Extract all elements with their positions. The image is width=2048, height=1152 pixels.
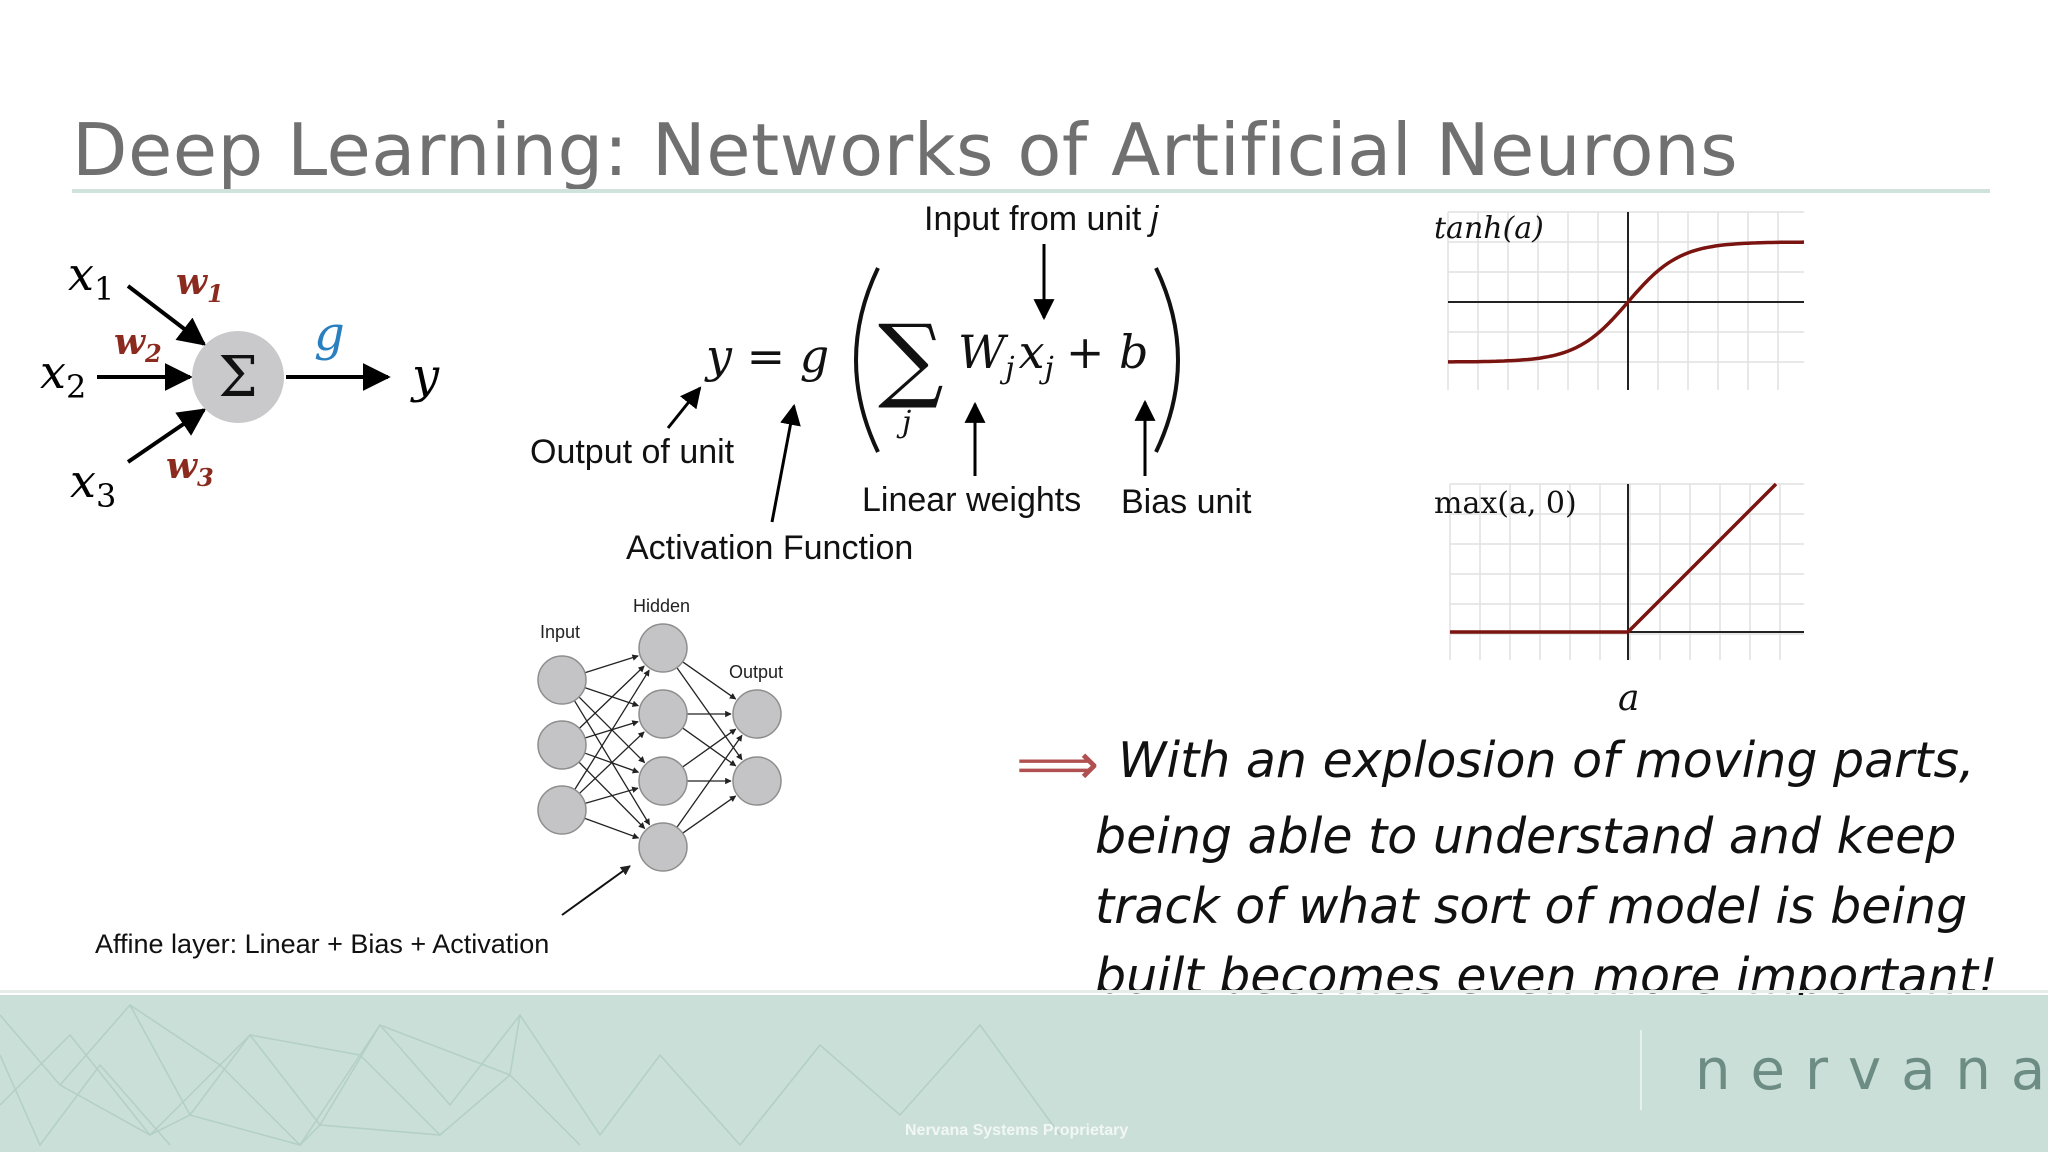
network-edge (574, 669, 650, 790)
network-edge (578, 731, 645, 794)
output-y: y (410, 348, 440, 404)
label-input-from-unit: Input from unit j (924, 200, 1160, 238)
label-linear-weights: Linear weights (862, 481, 1081, 519)
network-hidden-node (638, 822, 688, 872)
relu-curve (1450, 482, 1778, 634)
nervana-logo: nervana (1695, 1038, 2048, 1103)
network-edge (584, 654, 639, 674)
network-caption: Affine layer: Linear + Bias + Activation (95, 929, 549, 959)
network-label-output: Output (729, 662, 783, 682)
network-edge (682, 727, 737, 767)
closing-line-1: With an explosion of moving parts, (1118, 732, 1975, 789)
network-input-node (537, 655, 587, 705)
input-x3: x3 (70, 454, 116, 515)
label-activation-function: Activation Function (626, 529, 913, 567)
relu-label: max(a, 0) (1434, 486, 1577, 521)
equation-sum-symbol: ∑ (878, 305, 944, 412)
network-edge (682, 728, 737, 768)
neuron-diagram: Σ x1 x2 x3 w1 w2 w3 g y (40, 247, 440, 515)
tanh-plot: tanh(a) (1434, 211, 1805, 390)
network-label-hidden: Hidden (633, 596, 690, 616)
implies-arrow: ⟹ (1016, 730, 1099, 798)
network-label-input: Input (540, 622, 580, 642)
label-bias-unit: Bias unit (1121, 483, 1252, 521)
network-hidden-node (638, 756, 688, 806)
network-output-node (732, 756, 782, 806)
equation-lhs: y = g (704, 329, 829, 383)
title-underline (72, 189, 1990, 193)
network-diagram: Input Hidden Output Affine layer: Linear… (95, 596, 783, 959)
input-1-arrow (126, 284, 207, 346)
equation-right-paren (1154, 267, 1180, 453)
network-edge (682, 661, 737, 700)
footer-separator (0, 990, 2048, 993)
label-output-of-unit: Output of unit (530, 433, 735, 471)
closing-line-3: track of what sort of model is being (1095, 878, 1968, 935)
weight-w2: w2 (114, 321, 162, 368)
footer-mesh-pattern (0, 1003, 1061, 1147)
output-of-unit-arrow (666, 386, 702, 429)
activation-function-arrow (770, 403, 801, 523)
slide-title: Deep Learning: Networks of Artificial Ne… (72, 108, 1739, 192)
network-input-node (537, 720, 587, 770)
network-output-node (732, 689, 782, 739)
input-x1: x1 (68, 247, 114, 308)
network-edge (578, 665, 645, 729)
equation-term: Wjxj+ b (958, 325, 1148, 386)
weight-w1: w1 (176, 261, 224, 308)
closing-line-2: being able to understand and keep (1095, 808, 1957, 865)
activation-g: g (314, 306, 345, 362)
tanh-curve (1448, 240, 1805, 364)
summation-symbol: Σ (218, 345, 258, 410)
summation-node (192, 331, 284, 423)
network-edge (676, 734, 743, 828)
affine-layer-arrow (561, 865, 631, 916)
input-x2: x2 (40, 345, 86, 406)
input-3-arrow (126, 408, 207, 464)
network-edge (682, 795, 737, 834)
weight-w3: w3 (166, 445, 214, 492)
relu-axis-label: a (1618, 678, 1639, 719)
footer-proprietary-note: Nervana Systems Proprietary (905, 1122, 1129, 1139)
equation-left-paren (854, 267, 880, 453)
relu-plot: max(a, 0) a (1434, 482, 1804, 719)
network-hidden-node (638, 623, 688, 673)
footer-band (0, 995, 2048, 1152)
neuron-equation: y = g ∑ j Wjxj+ b Input from unit j Outp… (530, 200, 1252, 567)
network-hidden-node (638, 689, 688, 739)
network-edge (584, 817, 640, 840)
network-input-node (537, 785, 587, 835)
network-edge (584, 786, 639, 805)
tanh-label: tanh(a) (1434, 211, 1544, 246)
brand-divider (1640, 1030, 1642, 1110)
